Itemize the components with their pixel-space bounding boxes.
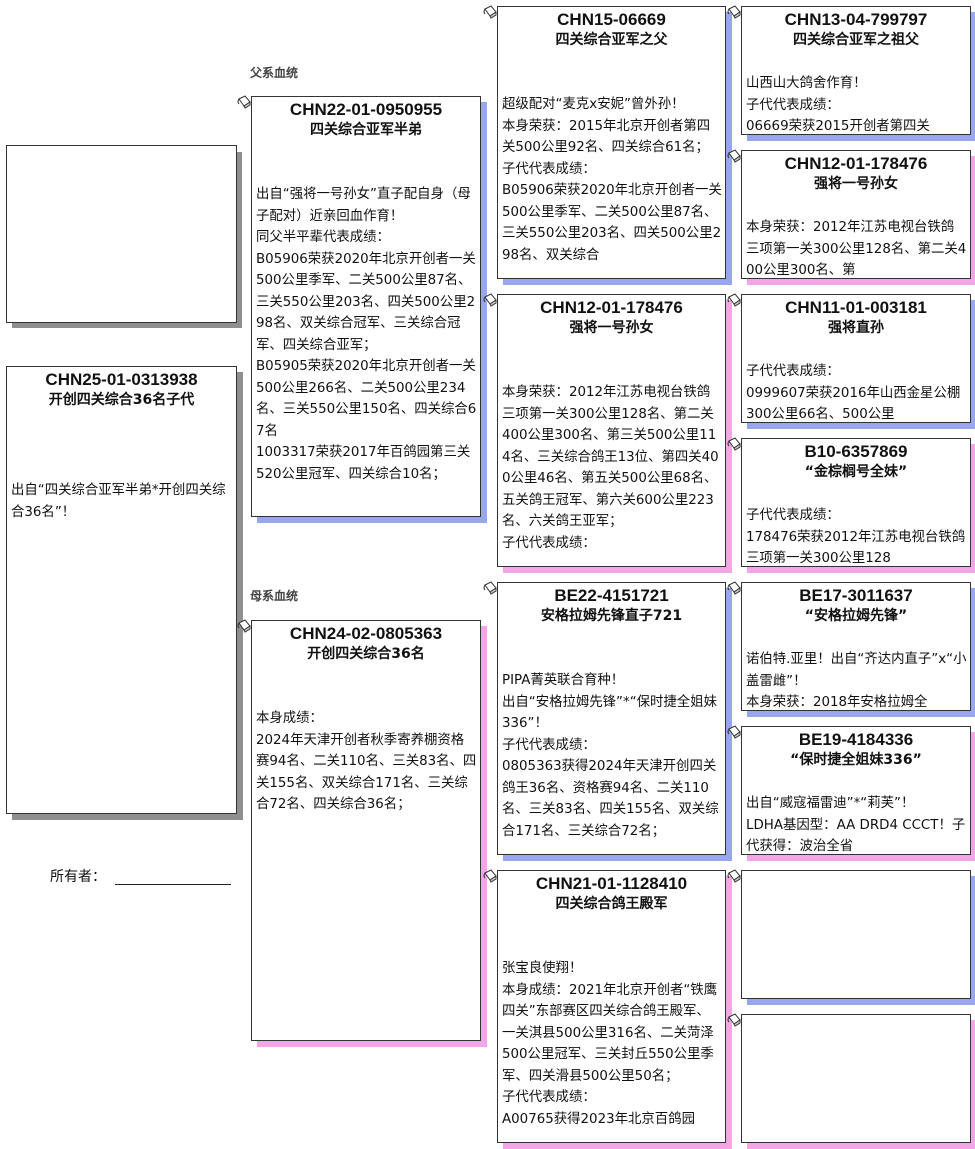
ring-number: BE19-4184336 [798,730,914,749]
grandparent-card[interactable]: CHN15-06669 四关综合亚军之父 超级配对“麦克x安妮”曾外孙！ 本身荣… [497,6,726,279]
pigeon-description: 山西山大鸽舍作育！ 子代代表成绩： 06669荣获2015开创者第四关 [746,76,930,134]
pigeon-title: 开创四关综合36名子代 [48,392,195,408]
pigeon-title: “保时捷全姐妹336” [790,752,922,768]
ring-number: BE17-3011637 [799,586,913,605]
pigeon-title: 强将直孙 [828,320,884,336]
pigeon-description: 子代代表成绩： 178476荣获2012年江苏电视台铁鸽三项第一关300公里12… [746,508,966,566]
owner-label: 所有者： [50,869,106,885]
ring-number: CHN13-04-799797 [784,10,928,29]
sire-line-label: 父系血统 [250,66,299,80]
fill-bucket-icon[interactable] [726,580,742,596]
ring-number: CHN24-02-0805363 [289,624,443,643]
great-grandparent-card[interactable]: BE17-3011637 “安格拉姆先锋” 诺伯特.亚里！出自“齐达内直子”x“… [741,582,971,711]
pigeon-description: 诺伯特.亚里！出自“齐达内直子”x“小盖雷雌”！ 本身荣获：2018年安格拉姆全 [746,652,967,710]
pigeon-description: 子代代表成绩： 0999607荣获2016年山西金星公棚300公里66名、500… [746,364,961,422]
fill-bucket-icon[interactable] [726,868,742,884]
great-grandparent-card[interactable]: BE19-4184336 “保时捷全姐妹336” 出自“威寇福雷迪”*“莉芙”！… [741,726,971,855]
ring-number: CHN12-01-178476 [784,154,928,173]
subject-card[interactable]: CHN25-01-0313938 开创四关综合36名子代 出自“四关综合亚军半弟… [6,366,237,814]
pigeon-title: “金棕榈号全妹” [804,464,908,480]
pigeon-title: 安格拉姆先锋直子721 [540,608,683,624]
pigeon-description: 本身荣获：2012年江苏电视台铁鸽三项第一关300公里128名、第二关400公里… [502,385,719,551]
fill-bucket-icon[interactable] [482,4,498,20]
grandparent-card[interactable]: CHN21-01-1128410 四关综合鸽王殿军 张宝良使翔！ 本身成绩：20… [497,870,726,1143]
grandparent-card[interactable]: CHN12-01-178476 强将一号孙女 本身荣获：2012年江苏电视台铁鸽… [497,294,726,567]
fill-bucket-icon[interactable] [482,580,498,596]
owner-field[interactable] [115,884,231,885]
fill-bucket-icon[interactable] [726,148,742,164]
pigeon-description: 本身荣获：2012年江苏电视台铁鸽三项第一关300公里128名、第二关400公里… [746,220,967,278]
great-grandparent-card[interactable]: CHN12-01-178476 强将一号孙女 本身荣获：2012年江苏电视台铁鸽… [741,150,971,279]
ring-number: CHN15-06669 [557,10,666,29]
fill-bucket-icon[interactable] [726,436,742,452]
pigeon-title: 强将一号孙女 [814,176,898,192]
pigeon-description: 出自“四关综合亚军半弟*开创四关综合36名”！ [11,483,226,520]
pigeon-description: 出自“强将一号孙女”直子配自身（母子配对）近亲回血作育！ 同父半平辈代表成绩： … [256,187,477,482]
pigeon-title: 四关综合亚军之祖父 [793,32,919,48]
great-grandparent-card[interactable]: B10-6357869 “金棕榈号全妹” 子代代表成绩： 178476荣获201… [741,438,971,567]
pigeon-title: 四关综合亚军半弟 [310,122,422,138]
ring-number: BE22-4151721 [554,586,669,605]
pigeon-title: 强将一号孙女 [569,320,654,336]
dam-line-label: 母系血统 [250,589,299,603]
great-grandparent-card[interactable]: CHN11-01-003181 强将直孙 子代代表成绩： 0999607荣获20… [741,294,971,423]
great-grandparent-card[interactable]: CHN13-04-799797 四关综合亚军之祖父 山西山大鸽舍作育！ 子代代表… [741,6,971,135]
fill-bucket-icon[interactable] [236,94,252,110]
fill-bucket-icon[interactable] [726,292,742,308]
pigeon-title: 四关综合亚军之父 [555,32,668,48]
photo-placeholder [6,145,237,323]
fill-bucket-icon[interactable] [726,4,742,20]
ring-number: CHN12-01-178476 [540,298,683,317]
pigeon-title: 四关综合鸽王殿军 [555,896,668,912]
great-grandparent-card[interactable] [741,1014,971,1143]
fill-bucket-icon[interactable] [726,724,742,740]
pigeon-title: “安格拉姆先锋” [804,608,908,624]
pigeon-description: PIPA菁英联合育种！ 出自“安格拉姆先锋”*“保时捷全姐妹336”！ 子代代表… [502,673,719,839]
pigeon-description: 本身成绩： 2024年天津开创者秋季寄养棚资格赛94名、二关110名、三关83名… [256,711,477,812]
pigeon-title: 开创四关综合36名 [307,646,425,662]
ring-number: CHN22-01-0950955 [289,100,443,119]
grandparent-card[interactable]: BE22-4151721 安格拉姆先锋直子721 PIPA菁英联合育种！ 出自“… [497,582,726,855]
pigeon-description [746,1081,967,1142]
fill-bucket-icon[interactable] [482,868,498,884]
pigeon-description [746,937,967,998]
ring-number: CHN11-01-003181 [785,298,927,317]
dam-card[interactable]: CHN24-02-0805363 开创四关综合36名 本身成绩： 2024年天津… [251,620,481,1041]
ring-number: CHN25-01-0313938 [45,370,198,389]
fill-bucket-icon[interactable] [482,292,498,308]
pigeon-description: 出自“威寇福雷迪”*“莉芙”！ LDHA基因型：AA DRD4 CCCT！子代获… [746,796,966,854]
great-grandparent-card[interactable] [741,870,971,999]
fill-bucket-icon[interactable] [726,1012,742,1028]
fill-bucket-icon[interactable] [236,618,252,634]
pigeon-description: 张宝良使翔！ 本身成绩：2021年北京开创者“铁鹰四关”东部赛区四关综合鸽王殿军… [502,961,718,1127]
ring-number: B10-6357869 [804,442,908,461]
sire-card[interactable]: CHN22-01-0950955 四关综合亚军半弟 出自“强将一号孙女”直子配自… [251,96,481,517]
ring-number: CHN21-01-1128410 [535,874,688,893]
pigeon-description: 超级配对“麦克x安妮”曾外孙！ 本身荣获：2015年北京开创者第四关500公里9… [502,97,722,263]
